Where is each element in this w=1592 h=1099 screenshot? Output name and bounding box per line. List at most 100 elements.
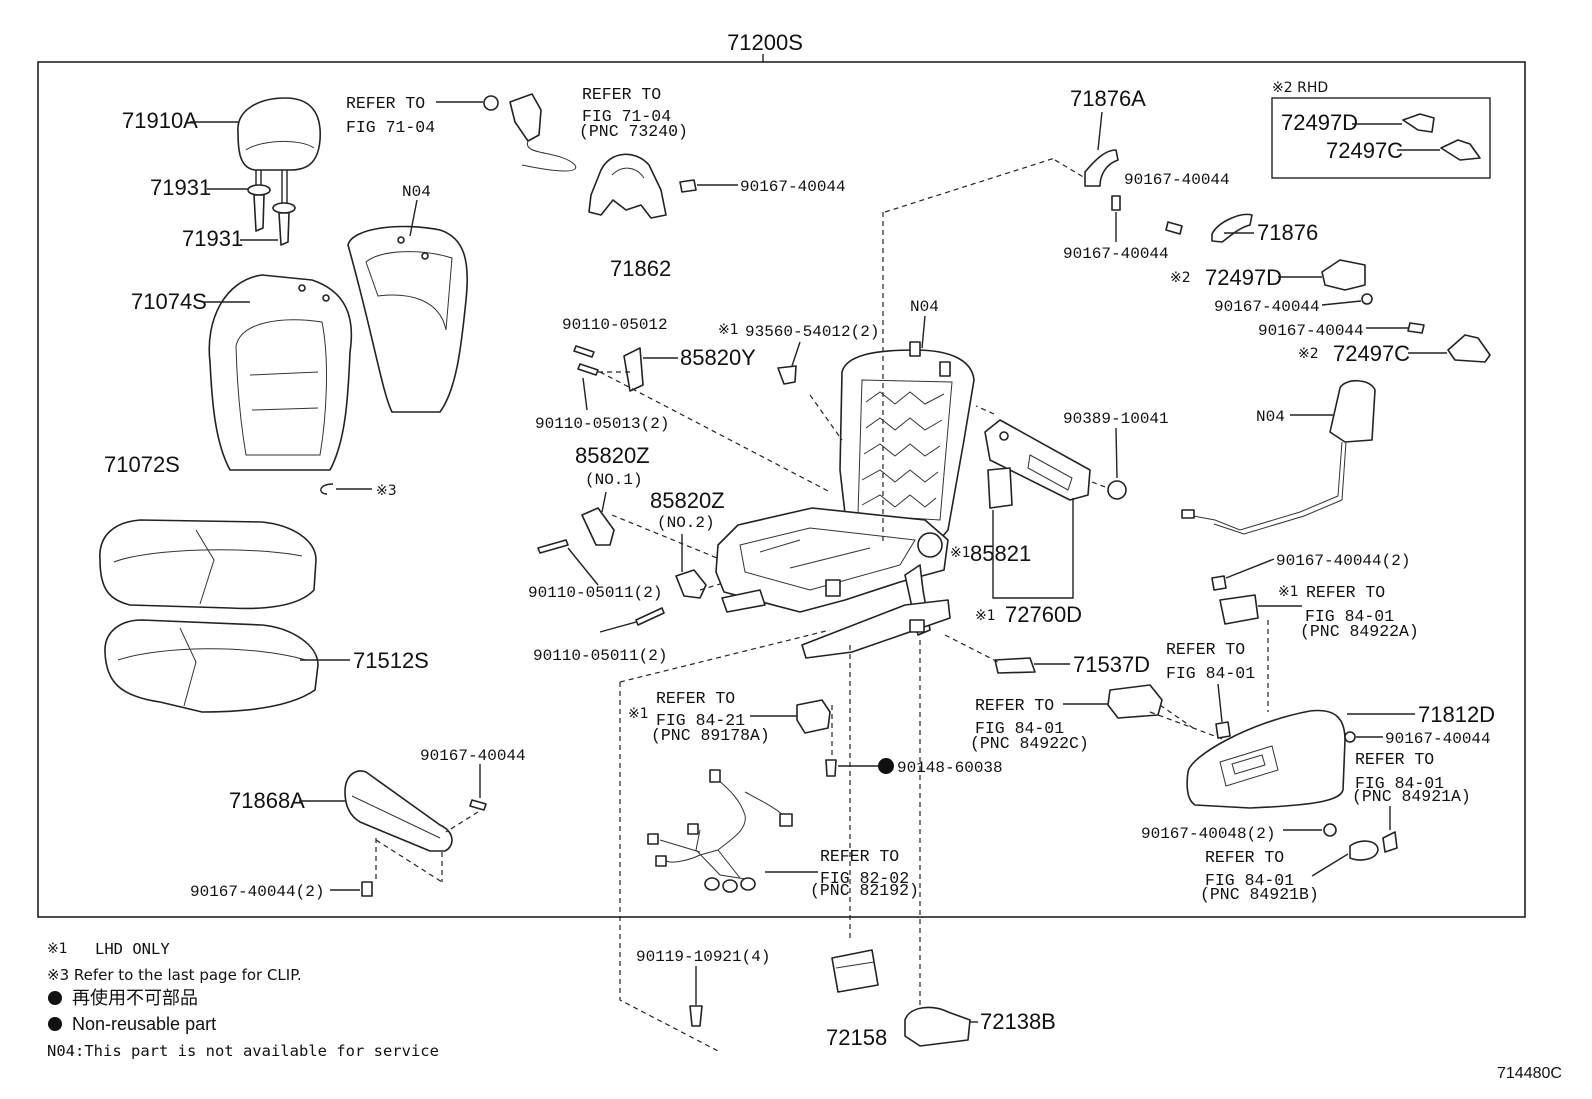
non-reusable-marker-icon (878, 758, 894, 774)
recliner-hub-icon (917, 532, 943, 558)
leader-switch-z1 (601, 491, 607, 513)
harness-connector-4 (687, 823, 699, 835)
legend: ※1 LHD ONLY ※3 Refer to the last page fo… (47, 940, 439, 1060)
cover-outer-drawing (904, 1006, 971, 1047)
ref-89178A-line3: (PNC 89178A) (651, 726, 770, 745)
switch-z2-drawing (675, 569, 707, 599)
label-lower-screw: 90119-10921(4) (636, 948, 770, 966)
label-side-bolt-switch: 90167-40044(2) (1276, 552, 1410, 570)
seat-cushion-cover-group: 71072S (99, 452, 317, 610)
inner-shield-bolt-top-icon (469, 799, 487, 811)
label-clip-mark: ※3 (376, 483, 397, 499)
nonreusable-bolt-icon (825, 759, 837, 777)
connector-89178A-drawing (796, 699, 831, 734)
headrest-support-2-body (278, 212, 290, 246)
seat-back-cover-group: 71074S (131, 274, 353, 471)
leader-frame-cap (1115, 427, 1118, 479)
bracket-leader-72760D (992, 498, 1074, 599)
ref-84921A-line3: (PNC 84921A) (1352, 787, 1471, 806)
seat-back-pad-group: N04 (347, 183, 469, 413)
seat-rail-front (721, 589, 766, 613)
switch-z1-drawing (581, 507, 615, 546)
side-cover-drawing (1186, 709, 1346, 809)
label-frame-clip: 93560-54012(2) (745, 323, 879, 341)
belt-guide-bolt-icon (679, 179, 697, 193)
ref-82192-line1: REFER TO (820, 847, 899, 866)
rhd-box-group: ※2 RHD 72497D 72497C (1271, 80, 1491, 179)
ref-89178A-line1: REFER TO (656, 689, 735, 708)
ref-84921B-line1: REFER TO (1205, 848, 1284, 867)
label-airbag-note: N04 (1256, 408, 1285, 426)
label-headrest-support-2: 71931 (182, 226, 243, 251)
seat-cushion-pad-contour (117, 627, 307, 707)
headrest-support-group: 71931 71931 (150, 175, 296, 251)
label-inner-shield-bolt-bottom: 90167-40044(2) (190, 883, 324, 901)
harness-connector-6 (704, 877, 720, 891)
cap-icon (1107, 480, 1127, 500)
headrest-support-1-body (253, 194, 265, 232)
label-sensor: 85821 (970, 541, 1031, 566)
label-recliner-rhd-mark-d: ※2 (1170, 270, 1191, 286)
ref-84922A-line1: REFER TO (1306, 583, 1385, 602)
label-rhd-box-title: ※2 RHD (1272, 80, 1328, 96)
leader-screw-mid (582, 377, 588, 411)
label-screw-z2: 90110-05011(2) (533, 647, 667, 665)
label-inner-shield-bolt-top: 90167-40044 (420, 747, 526, 765)
inner-shield-group: 90167-40044 71868A 90167-40044(2) (190, 747, 526, 901)
assembly-border (37, 61, 1526, 918)
ref-84-01-line1: REFER TO (1166, 640, 1245, 659)
side-bracket-window (1027, 454, 1073, 491)
seat-back-frame-drawing (839, 349, 975, 546)
seat-belt-group: REFER TO FIG 71-04 REFER TO FIG 71-04 (P… (346, 85, 846, 281)
belt-guide-drawing (588, 153, 667, 219)
label-belt-guide-bolt: 90167-40044 (740, 178, 846, 196)
figure-code: 714480C (1497, 1065, 1562, 1082)
seat-back-cover-hole (298, 284, 306, 292)
label-headrest: 71910A (122, 108, 198, 133)
label-recliner-bolt-c: 90167-40044 (1258, 322, 1364, 340)
label-nonreusable-bolt: 90148-60038 (897, 759, 1003, 777)
ref-84922C-line1: REFER TO (975, 696, 1054, 715)
rhd-box-part-d-drawing (1402, 113, 1435, 133)
recliner-group: 71876A 90167-40044 90167-40044 71876 ※2 … (1054, 86, 1491, 366)
seat-rail-foot (909, 619, 925, 633)
label-seat-back-cover: 71074S (131, 289, 207, 314)
ref-84922A-line3: (PNC 84922A) (1300, 622, 1419, 641)
seat-frame-bracket (825, 579, 841, 597)
seat-back-cover-panel (235, 319, 327, 456)
switch-dashes (598, 371, 831, 591)
cover-inner-edge (835, 961, 875, 969)
label-switch-z1: 85820Z (575, 443, 650, 468)
ref-84921B-line2: FIG 84-01 (1205, 871, 1294, 890)
label-recliner-bolt-a2: 90167-40044 (1063, 245, 1169, 263)
label-side-bolt-knob: 90167-40048(2) (1141, 825, 1275, 843)
frame-clip-icon (777, 365, 797, 385)
label-side-cover-bolt: 90167-40044 (1385, 730, 1491, 748)
label-switch-y: 85820Y (680, 345, 756, 370)
recliner-bolt-d-icon (1361, 293, 1373, 305)
sensor-drawing (987, 467, 1013, 509)
ref-84921A-line1: REFER TO (1355, 750, 1434, 769)
lower-group: ※1 REFER TO FIG 84-21 (PNC 89178A) 90148… (619, 629, 1321, 1053)
harness-connector-1 (709, 769, 721, 783)
screw-top-1-icon (573, 345, 595, 358)
seat-back-pad-hole (397, 236, 405, 244)
label-plate-drawing (994, 657, 1036, 674)
leader-84921B (1311, 853, 1349, 877)
belt-buckle-wire (521, 140, 577, 172)
label-frame-clip-mark: ※1 (718, 322, 739, 338)
clip-drawing (320, 483, 334, 495)
belt-nut-icon (483, 95, 499, 111)
recliner-dash (1054, 159, 1086, 179)
side-airbag-connector (1181, 509, 1195, 519)
label-seat-back-pad-note: N04 (402, 183, 431, 201)
side-cover-switch-panel (1219, 745, 1279, 787)
ref-belt-right-line2: FIG 71-04 (582, 107, 671, 126)
legend-lhd-mark: ※1 (47, 941, 68, 957)
label-frame-cap: 90389-10041 (1063, 410, 1169, 428)
recliner-cover-b-drawing (1211, 213, 1253, 243)
legend-clip-note: ※3 Refer to the last page for CLIP. (47, 966, 302, 984)
legend-bullet-icon-2 (48, 1017, 62, 1031)
leader-frame-note (921, 315, 926, 349)
label-switch-z2: 85820Z (650, 488, 725, 513)
